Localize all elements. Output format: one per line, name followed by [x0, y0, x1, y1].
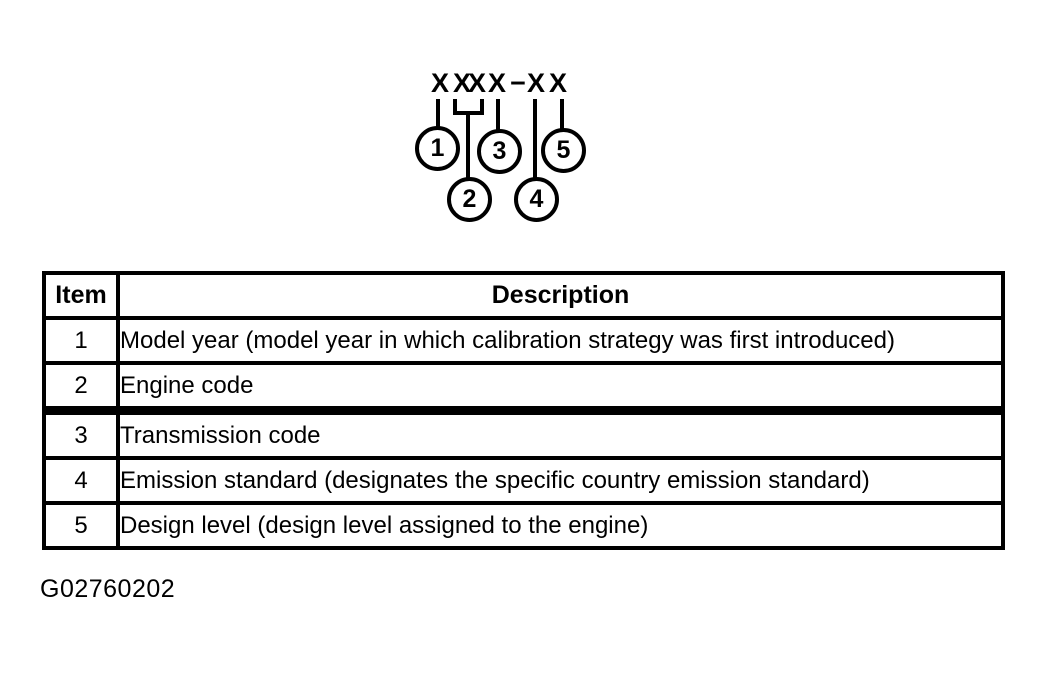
item-number: 1	[42, 316, 120, 365]
leader-line-4	[533, 99, 537, 178]
callout-circle-5: 5	[541, 128, 586, 173]
item-description: Model year (model year in which calibrat…	[116, 316, 1005, 365]
bracket-right-stub	[480, 99, 484, 115]
item-description-table: Item Description 1 Model year (model yea…	[42, 271, 1005, 550]
leader-line-5	[560, 99, 564, 130]
item-description: Transmission code	[116, 406, 1005, 460]
item-number: 2	[42, 361, 120, 413]
item-column-header: Item	[42, 271, 120, 320]
item-number: 3	[42, 406, 120, 460]
leader-line-1	[436, 99, 440, 128]
table-row: 5 Design level (design level assigned to…	[42, 501, 1005, 550]
table-row: 4 Emission standard (designates the spec…	[42, 456, 1005, 505]
item-number: 5	[42, 501, 120, 550]
item-description: Emission standard (designates the specif…	[116, 456, 1005, 505]
table-header-row: Item Description	[42, 271, 1005, 320]
callout-circle-2: 2	[447, 177, 492, 222]
table-row: 3 Transmission code	[42, 406, 1005, 460]
legend-table-wrapper: Item Description 1 Model year (model yea…	[42, 271, 1005, 550]
callout-circle-4: 4	[514, 177, 559, 222]
table-row: 2 Engine code	[42, 361, 1005, 413]
callout-circle-3: 3	[477, 129, 522, 174]
table-row: 1 Model year (model year in which calibr…	[42, 316, 1005, 365]
code-character: X	[526, 68, 546, 98]
figure-id: G02760202	[40, 575, 176, 603]
description-column-header: Description	[116, 271, 1005, 320]
code-character-pair: XX	[452, 68, 486, 98]
code-dash: −	[510, 68, 526, 98]
callout-circle-1: 1	[415, 126, 460, 171]
code-character: X	[548, 68, 568, 98]
code-character: X	[430, 68, 450, 98]
leader-line-3	[496, 99, 500, 132]
leader-line-2	[466, 113, 470, 179]
item-description: Engine code	[116, 361, 1005, 413]
calibration-code-diagram: X XX X − X X 1 2 3 4 5	[0, 0, 1049, 260]
item-description: Design level (design level assigned to t…	[116, 501, 1005, 550]
bracket-left-stub	[453, 99, 457, 115]
item-number: 4	[42, 456, 120, 505]
code-character: X	[487, 68, 507, 98]
